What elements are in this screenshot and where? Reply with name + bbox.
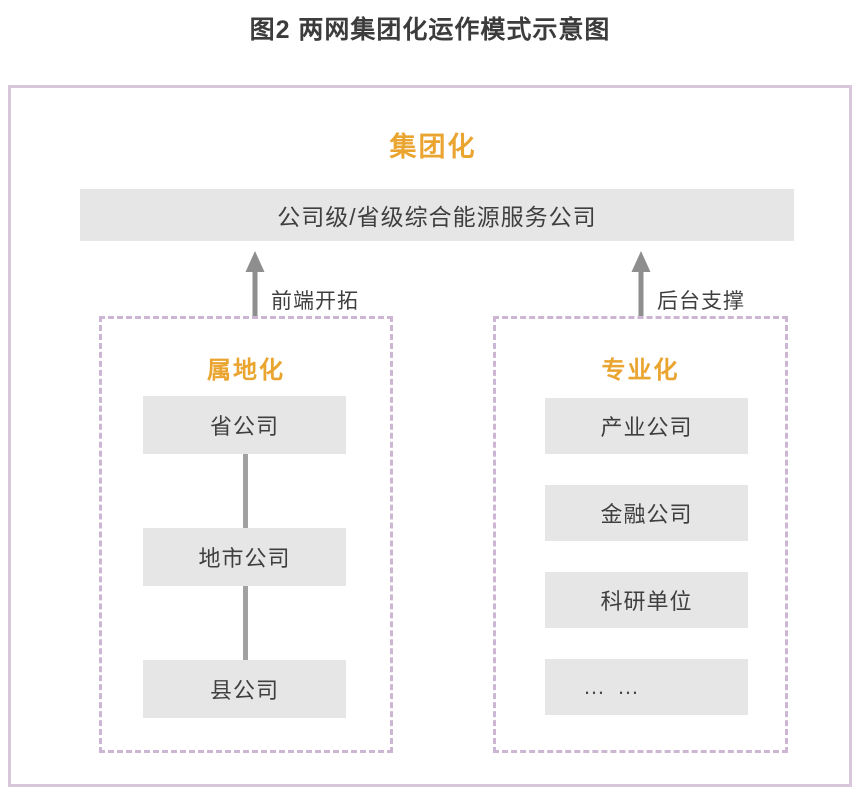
- diagram-frame: 集团化 公司级/省级综合能源服务公司 前端开拓 后台支撑 属地化 省公司: [8, 85, 852, 787]
- node-industry-company-label: 产业公司: [600, 415, 693, 440]
- connector-line: [243, 454, 248, 528]
- node-others-ellipsis-label: … …: [582, 674, 643, 699]
- up-arrow-icon: [631, 251, 651, 317]
- panel-localization-heading: 属地化: [207, 357, 285, 384]
- panel-specialization-heading: 专业化: [601, 357, 680, 384]
- panel-localization: 属地化 省公司 地市公司 县公司: [99, 316, 393, 753]
- node-finance-company: 金融公司: [545, 485, 748, 541]
- up-arrow-icon: [245, 251, 265, 317]
- node-county-company: 县公司: [143, 660, 346, 718]
- node-city-company: 地市公司: [143, 528, 346, 586]
- node-industry-company: 产业公司: [545, 398, 748, 454]
- arrow-front-end-label: 前端开拓: [271, 290, 359, 313]
- panel-specialization: 专业化 产业公司 金融公司 科研单位 … …: [493, 316, 788, 753]
- node-research-institute-label: 科研单位: [600, 589, 693, 614]
- node-province-company-label: 省公司: [209, 414, 279, 439]
- top-entity-label: 公司级/省级综合能源服务公司: [277, 204, 597, 230]
- group-level-heading: 集团化: [389, 132, 477, 162]
- arrow-front-end: 前端开拓: [243, 251, 358, 317]
- node-others-ellipsis: … …: [545, 659, 748, 715]
- node-city-company-label: 地市公司: [198, 546, 291, 571]
- node-province-company: 省公司: [143, 396, 346, 454]
- node-finance-company-label: 金融公司: [600, 502, 693, 527]
- node-research-institute: 科研单位: [545, 572, 748, 628]
- node-county-company-label: 县公司: [209, 678, 279, 703]
- page-title: 图2 两网集团化运作模式示意图: [249, 16, 611, 44]
- arrow-back-office-label: 后台支撑: [657, 290, 745, 313]
- top-entity-box: 公司级/省级综合能源服务公司: [80, 189, 794, 241]
- connector-line: [243, 586, 248, 660]
- arrow-back-office: 后台支撑: [629, 251, 744, 317]
